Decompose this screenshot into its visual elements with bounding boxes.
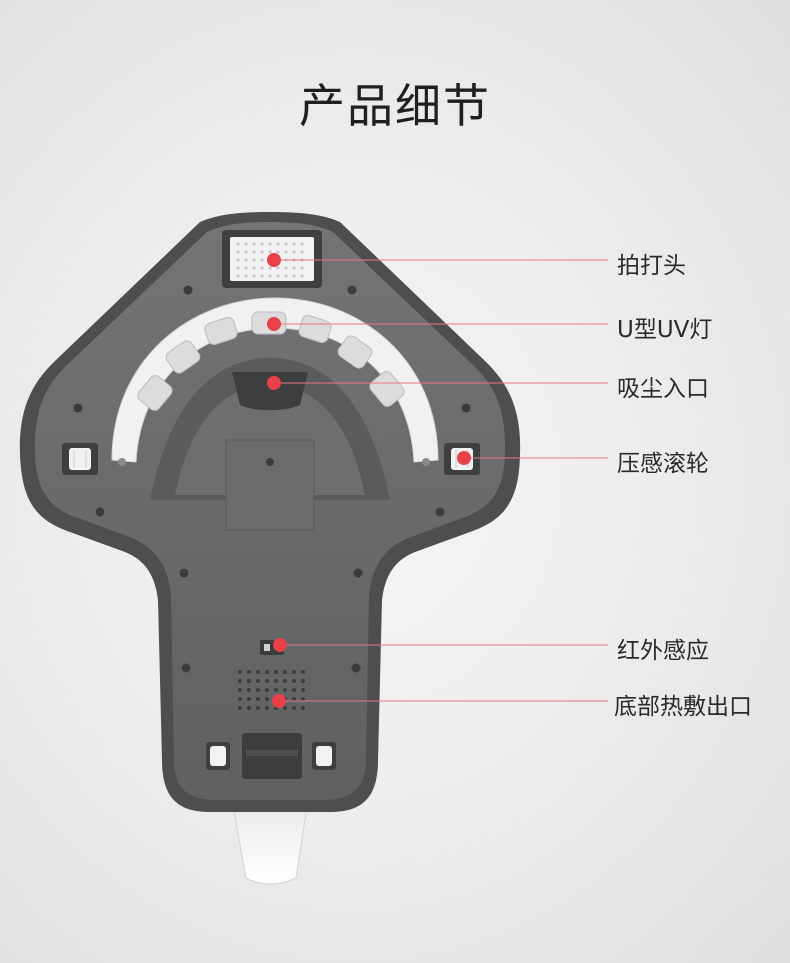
callout-lines — [274, 259, 608, 702]
uv-lamp — [111, 297, 439, 466]
callout-uv-lamp: U型UV灯 — [617, 317, 713, 343]
handle — [231, 799, 309, 885]
callout-suction-inlet: 吸尘入口 — [617, 376, 709, 402]
callout-slapping-head: 拍打头 — [617, 253, 686, 279]
marker-heat-vent — [272, 694, 286, 708]
pressure-roller-left — [62, 443, 98, 475]
marker-suction-inlet — [267, 376, 281, 390]
callout-markers — [267, 253, 471, 708]
callout-heat-vent: 底部热敷出口 — [614, 694, 752, 720]
rear-wheels — [206, 733, 336, 779]
marker-slapping-head — [267, 253, 281, 267]
marker-infrared — [273, 638, 287, 652]
suction-inlet — [150, 358, 390, 531]
marker-pressure-roller — [457, 451, 471, 465]
page-title: 产品细节 — [299, 79, 491, 133]
heat-vent — [238, 670, 305, 710]
marker-uv-lamp — [267, 317, 281, 331]
callout-infrared-sensor: 红外感应 — [617, 638, 709, 664]
callout-pressure-roller: 压感滚轮 — [617, 451, 709, 477]
screws — [73, 285, 471, 673]
